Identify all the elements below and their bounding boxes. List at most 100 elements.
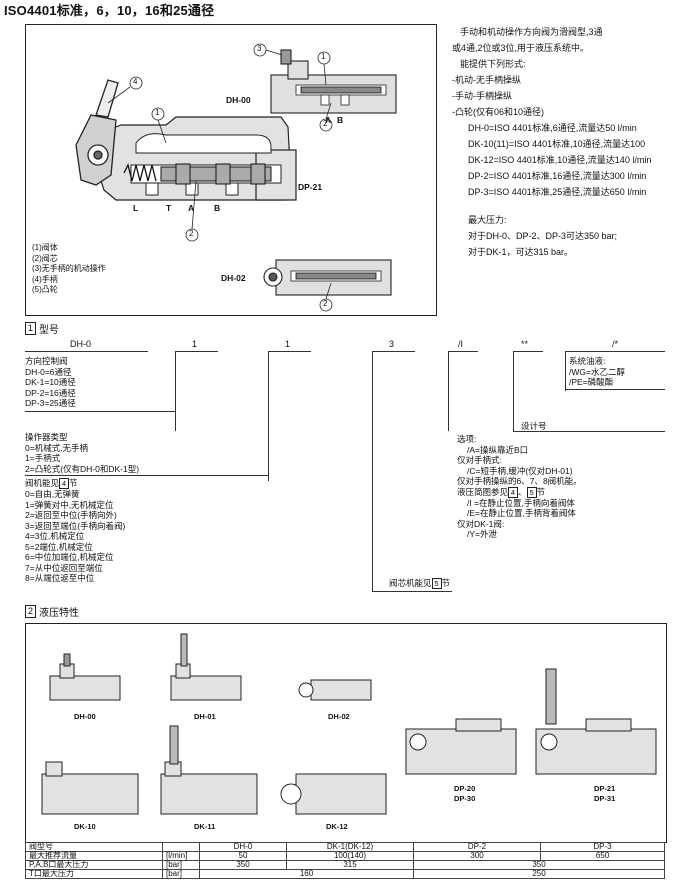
function-item: 7=从中位返回至端位 — [25, 562, 103, 573]
option-item: /Y=外泄 — [467, 529, 497, 539]
table-cell: [bar] — [162, 869, 200, 879]
label-dh-00: DH-00 — [226, 95, 251, 105]
seal-item: /WG=水乙二醇 — [569, 366, 625, 377]
intro-line: 手动和机动操作方向阀为滑阀型,3通 — [460, 27, 603, 37]
bracket-line — [25, 351, 148, 352]
label-dh-02: DH-02 — [221, 273, 246, 283]
callout-4: 4 — [133, 77, 138, 86]
table-row: 最大推荐流量 [l/min] 50 100(140) 300 650 — [25, 851, 665, 861]
section-title: 型号 — [39, 325, 59, 336]
fig-label: DP-31 — [594, 794, 616, 803]
direction-item: DP-3=25通径 — [25, 398, 76, 408]
callout-2b: 2 — [323, 119, 328, 128]
intro-line: 或4通,2位或3位,用于液压系统中。 — [452, 43, 590, 53]
function-ref-num: 4 — [59, 478, 70, 489]
bracket-line — [372, 351, 373, 591]
seal-block: 系统油液: /WG=水乙二醇 /PE=磷酸酯 — [569, 356, 625, 388]
function-item: 0=自由,无弹簧 — [25, 489, 80, 499]
intro-text: 手动和机动操作方向阀为滑阀型,3通 或4通,2位或3位,用于液压系统中。 能提供… — [452, 24, 681, 260]
function-item: 3=返回至端位(手柄向着阀) — [25, 520, 126, 531]
port-a-top: A — [325, 115, 332, 125]
option-item: 仅对DK-1阀: — [457, 518, 505, 529]
table-cell: 160 — [199, 869, 414, 879]
function-title-pre: 阀机能见 — [25, 478, 60, 488]
table-cell: 350 — [199, 860, 287, 870]
function-title-post: 节 — [69, 478, 78, 488]
intro-line: -凸轮(仅有06和10通径) — [452, 107, 545, 117]
figure-legend: (1)阀体 (2)阀芯 (3)无手柄的机动操作 (4)手柄 (5)凸轮 — [32, 243, 106, 296]
bracket-line — [372, 351, 415, 352]
option-item: /C=短手柄,缓冲(仅对DH-01) — [467, 465, 573, 476]
divider — [25, 475, 268, 476]
operator-item: 2=凸轮式(仅有DH-0和DK-1型) — [25, 463, 140, 474]
options-ref-a: 4 — [508, 486, 519, 498]
table-cell: T口最大压力 — [25, 869, 163, 879]
legend-item: (3)无手柄的机动操作 — [32, 264, 106, 273]
legend-item: (4)手柄 — [32, 274, 58, 284]
size-line: DP-3=ISO 4401标准,25通径,流量达650 l/min — [468, 187, 647, 197]
pressure-line: 对于DH-0、DP-2、DP-3可达350 bar; — [468, 231, 618, 241]
code-3: 3 — [389, 339, 395, 349]
option-item: 仅对手柄式: — [457, 455, 502, 465]
port-l: L — [133, 203, 139, 213]
fig-label: DP-21 — [594, 784, 616, 793]
fig-label: DH-02 — [328, 712, 350, 721]
legend-item: (1)阀体 — [32, 243, 58, 252]
section-number: 2 — [25, 605, 36, 618]
code-option: /I — [458, 339, 464, 349]
option-item: 仅对手柄操纵的6、7、8阀机能。 — [457, 476, 582, 486]
bracket-line — [600, 351, 665, 352]
port-b: B — [214, 203, 221, 213]
fig-label: DP-20 — [454, 784, 476, 793]
port-t: T — [166, 203, 172, 213]
code-1a: 1 — [192, 339, 198, 349]
legend-item: (5)凸轮 — [32, 285, 58, 294]
valve-section-figure: 1 2 3 4 1 2 2 DH-00 DP-21 DH-02 A B L T … — [25, 24, 437, 316]
seal-item: /PE=磷酸酯 — [569, 377, 614, 387]
spool-ref-pre: 阀芯机能见 — [389, 578, 432, 588]
section-2-heading: 2 液压特性 — [25, 604, 79, 619]
code-fluid: /* — [612, 339, 619, 349]
spool-ref-post: 节 — [441, 578, 451, 588]
code-dh0: DH-0 — [70, 339, 92, 349]
bracket-line — [268, 351, 311, 352]
direction-block: 方向控制阀 DH-0=6通径 DK-1=10通径 DP-2=16通径 DP-3=… — [25, 356, 76, 409]
direction-item: DK-1=10通径 — [25, 377, 76, 387]
intro-line: -机动-无手柄操纵 — [452, 75, 521, 85]
fig-label: DK-12 — [326, 822, 348, 831]
bracket-line — [565, 351, 566, 391]
option-item: /I =在静止位置,手柄向着阀体 — [467, 497, 575, 508]
page-title: ISO4401标准，6，10，16和25通径 — [4, 3, 215, 18]
pressure-title: 最大压力: — [468, 215, 507, 225]
port-a: A — [188, 203, 195, 213]
callout-2: 2 — [189, 229, 194, 238]
legend-item: (2)阀芯 — [32, 253, 58, 263]
callout-1b: 1 — [321, 52, 326, 61]
pressure-line: 对于DK-1，可达315 bar。 — [468, 247, 574, 257]
fig-label: DH-01 — [194, 712, 216, 721]
port-b-top: B — [337, 115, 344, 125]
spool-ref-num: 5 — [431, 578, 442, 589]
bracket-line — [448, 351, 478, 352]
bracket-line — [513, 351, 543, 352]
function-item: 8=从端位返至中位 — [25, 573, 95, 583]
function-item: 5=2端位,机械定位 — [25, 541, 93, 552]
section-1-heading: 1 型号 — [25, 321, 59, 336]
design-number: 设计号 — [521, 421, 547, 431]
fig-label: DK-11 — [194, 822, 216, 831]
divider — [565, 389, 665, 390]
section-number: 1 — [25, 322, 36, 335]
bracket-line — [565, 351, 605, 352]
bracket-line — [448, 351, 449, 431]
fig-label: DH-00 — [74, 712, 96, 721]
hydraulic-table-wrap: 阀型号 DH-0 DK-1(DK-12) DP-2 DP-3 最大推荐流量 [l… — [25, 842, 665, 879]
function-item: 6=中位加端位,机械定位 — [25, 552, 114, 562]
intro-line: 能提供下列形式: — [460, 59, 526, 69]
size-line: DP-2=ISO 4401标准,16通径,流量达300 l/min — [468, 171, 647, 181]
divider — [372, 591, 452, 592]
fig-label: DP-30 — [454, 794, 476, 803]
options-ref-post: 节 — [536, 486, 546, 497]
